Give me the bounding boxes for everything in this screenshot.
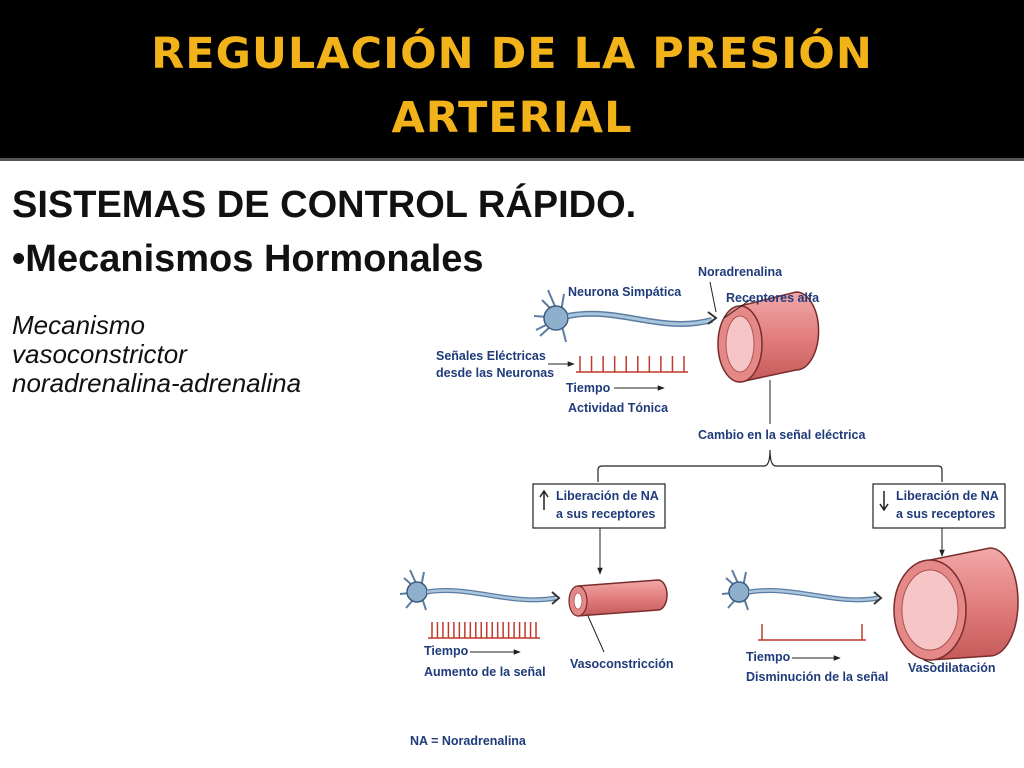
bullet-hormonal-mechanisms: •Mecanismos Hormonales	[12, 238, 484, 280]
page-title: REGULACIÓN DE LA PRESIÓN ARTERIAL	[151, 29, 873, 143]
label-tiempo-top: Tiempo	[566, 381, 611, 395]
description-line: noradrenalina-adrenalina	[12, 368, 302, 398]
label-tiempo-right: Tiempo	[746, 650, 791, 664]
description-line: vasoconstrictor	[12, 339, 187, 369]
regulation-diagram: Noradrenalina Neurona Simpática Receptor…	[399, 265, 1019, 748]
left-neuron	[399, 569, 561, 611]
label-left-box-1: Liberación de NA	[556, 489, 659, 503]
legend-na: NA = Noradrenalina	[410, 734, 527, 748]
label-cambio-senal: Cambio en la señal eléctrica	[698, 428, 866, 442]
up-arrow-icon	[539, 489, 549, 510]
mechanism-description: Mecanismo vasoconstrictor noradrenalina-…	[12, 311, 301, 398]
label-tiempo-left: Tiempo	[424, 644, 469, 658]
label-neurona-simpatica: Neurona Simpática	[568, 285, 682, 299]
label-vasodilatacion: Vasodilatación	[908, 661, 996, 675]
increased-signal-spikes	[431, 622, 537, 638]
dilated-vessel	[893, 547, 1019, 661]
tonic-activity-spikes	[579, 356, 685, 372]
label-actividad-tonica: Actividad Tónica	[568, 401, 669, 415]
box-increase-na	[532, 483, 666, 529]
top-artery	[717, 291, 820, 383]
down-arrow-icon	[879, 491, 889, 512]
title-banner	[0, 0, 1024, 160]
split-brace	[597, 449, 943, 482]
title-divider	[0, 158, 1024, 161]
label-noradrenalina: Noradrenalina	[698, 265, 783, 279]
decreased-signal-spikes	[761, 624, 863, 640]
right-neuron	[721, 569, 883, 611]
description-line: Mecanismo	[12, 310, 145, 340]
label-right-box-2: a sus receptores	[896, 507, 995, 521]
label-right-box-1: Liberación de NA	[896, 489, 999, 503]
label-receptores-alfa: Receptores alfa	[726, 291, 820, 305]
label-senales-2: desde las Neuronas	[436, 366, 554, 380]
label-senales-1: Señales Eléctricas	[436, 349, 546, 363]
section-heading: SISTEMAS DE CONTROL RÁPIDO.	[12, 184, 637, 226]
box-decrease-na	[872, 483, 1006, 529]
label-disminucion-senal: Disminución de la señal	[746, 670, 888, 684]
constricted-vessel	[568, 579, 668, 617]
label-vasoconstriccion: Vasoconstricción	[570, 657, 674, 671]
top-neuron	[533, 289, 718, 343]
label-left-box-2: a sus receptores	[556, 507, 655, 521]
label-aumento-senal: Aumento de la señal	[424, 665, 546, 679]
